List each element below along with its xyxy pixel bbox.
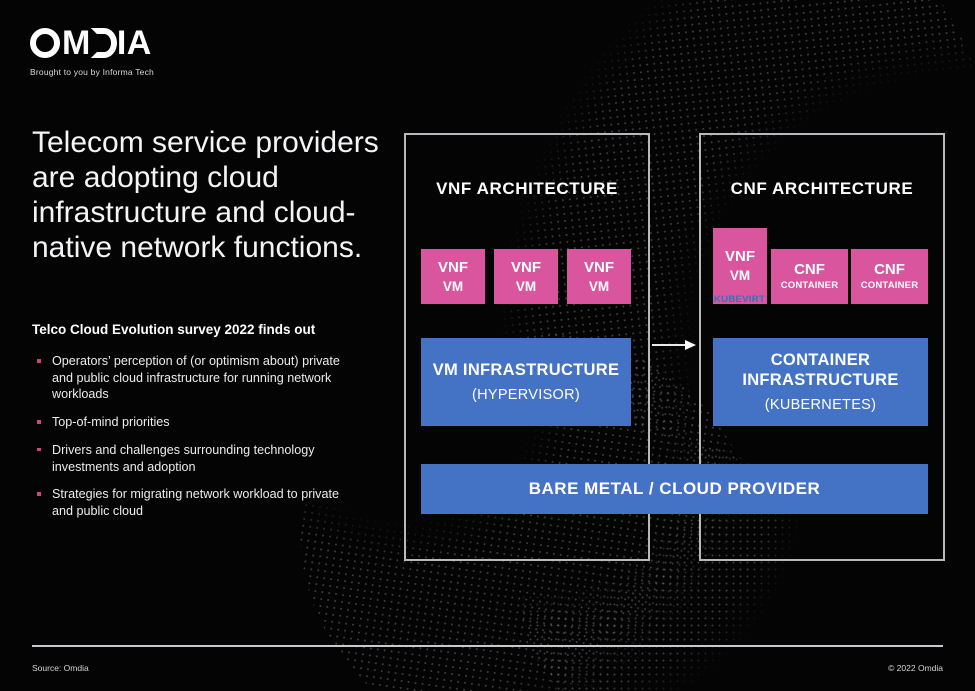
list-item: Top-of-mind priorities	[32, 414, 352, 431]
list-item: Operators’ perception of (or optimism ab…	[32, 353, 352, 403]
cnf-vnf-vm-box: VNF VM	[713, 228, 767, 304]
footer-copyright: © 2022 Omdia	[888, 663, 943, 673]
list-item: Strategies for migrating network workloa…	[32, 486, 352, 519]
vnf-vm-box-2-line1: VNF	[511, 258, 541, 276]
vnf-architecture-panel: VNF ARCHITECTURE	[404, 133, 650, 561]
vm-infrastructure-title: VM INFRASTRUCTURE	[432, 360, 620, 379]
cnf-container-box-1: CNF CONTAINER	[771, 249, 848, 304]
cnf-vnf-vm-line2: VM	[729, 268, 751, 284]
vnf-vm-box-3-line2: VM	[588, 278, 610, 294]
cnf-architecture-panel: CNF ARCHITECTURE	[699, 133, 945, 561]
bullet-marker-icon	[37, 492, 41, 496]
transition-arrow-icon	[652, 340, 696, 350]
bullet-marker-icon	[37, 447, 41, 452]
vm-infrastructure-subtitle: (HYPERVISOR)	[471, 387, 581, 404]
logo-d-glyph-icon	[90, 28, 117, 58]
subheading: Telco Cloud Evolution survey 2022 finds …	[32, 322, 316, 337]
kubevirt-label: KUBEVIRT	[714, 294, 765, 305]
container-infrastructure-box: CONTAINER INFRASTRUCTURE (KUBERNETES)	[713, 338, 928, 426]
list-item-label: Operators’ perception of (or optimism ab…	[52, 354, 340, 402]
list-item: Drivers and challenges surrounding techn…	[32, 442, 352, 475]
container-infrastructure-subtitle: (KUBERNETES)	[764, 396, 877, 413]
vnf-vm-box-2: VNF VM	[494, 249, 558, 304]
vnf-vm-box-1: VNF VM	[421, 249, 485, 304]
cnf-container-box-1-line1: CNF	[794, 260, 825, 278]
cnf-container-box-1-line2: CONTAINER	[780, 280, 839, 292]
vnf-vm-box-3-line1: VNF	[584, 258, 614, 276]
bare-metal-cloud-provider-bar: BARE METAL / CLOUD PROVIDER	[421, 464, 928, 514]
vm-infrastructure-box: VM INFRASTRUCTURE (HYPERVISOR)	[421, 338, 631, 426]
bullet-marker-icon	[37, 420, 41, 424]
vnf-vm-box-3: VNF VM	[567, 249, 631, 304]
bullet-list: Operators’ perception of (or optimism ab…	[32, 353, 352, 531]
logo-tagline: Brought to you by Informa Tech	[30, 67, 154, 77]
list-item-label: Top-of-mind priorities	[52, 415, 170, 430]
vnf-vm-box-1-line2: VM	[442, 278, 464, 294]
logo-o-glyph-icon	[30, 28, 60, 58]
cnf-container-box-2: CNF CONTAINER	[851, 249, 928, 304]
list-item-label: Strategies for migrating network workloa…	[52, 487, 339, 519]
footer-source: Source: Omdia	[32, 663, 89, 673]
vnf-vm-box-2-line2: VM	[515, 278, 537, 294]
cnf-panel-title: CNF ARCHITECTURE	[730, 179, 914, 198]
list-item-label: Drivers and challenges surrounding techn…	[52, 442, 315, 474]
container-infrastructure-title: CONTAINER INFRASTRUCTURE	[742, 351, 899, 389]
cnf-container-box-2-line1: CNF	[874, 260, 905, 278]
cnf-vnf-vm-line1: VNF	[725, 248, 755, 266]
cnf-container-box-2-line2: CONTAINER	[860, 280, 919, 292]
page-title: Telecom service providers are adopting c…	[32, 126, 379, 265]
bullet-marker-icon	[37, 359, 41, 363]
footer-divider	[32, 645, 943, 647]
vnf-vm-box-1-line1: VNF	[438, 258, 468, 276]
vnf-panel-title: VNF ARCHITECTURE	[436, 179, 618, 198]
